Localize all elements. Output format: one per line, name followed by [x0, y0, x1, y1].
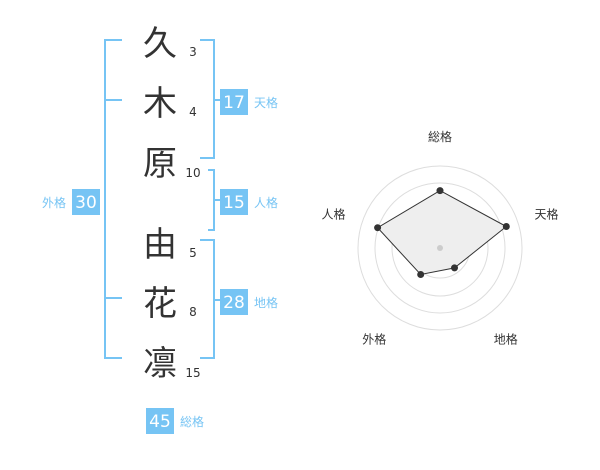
chikaku-value: 28 — [223, 293, 245, 313]
soukaku-value: 45 — [149, 412, 171, 432]
radar-points — [374, 187, 510, 278]
tenkaku-label: 天格 — [254, 95, 278, 110]
radar-rings — [357, 165, 523, 331]
strokes-6: 15 — [185, 366, 200, 380]
radar-area — [376, 190, 508, 276]
radar-point-5 — [374, 224, 382, 232]
char-5: 花 — [143, 284, 177, 324]
jinkaku-label: 人格 — [254, 195, 278, 210]
tenkaku-badge: 17 天格 — [220, 89, 278, 115]
jinkaku-badge: 15 人格 — [220, 189, 278, 215]
gaikaku-value: 30 — [75, 193, 97, 213]
strokes-4: 5 — [189, 246, 197, 260]
chikaku-bracket — [200, 239, 220, 359]
soukaku-badge: 45 総格 — [146, 408, 204, 434]
radar-center-dot — [437, 245, 443, 251]
tenkaku-bracket — [200, 39, 220, 159]
strokes-1: 3 — [189, 45, 197, 59]
radar-ring-3 — [374, 182, 506, 314]
chikaku-label: 地格 — [254, 295, 278, 310]
soukaku-label: 総格 — [180, 414, 204, 429]
stroke-counts: 3 4 10 5 8 15 — [185, 45, 200, 380]
gaikaku-badge-box — [72, 189, 100, 215]
gaikaku-badge: 外格 30 — [42, 189, 100, 215]
char-3: 原 — [143, 144, 177, 184]
radar-ring-4 — [357, 165, 523, 331]
soukaku-badge-box — [146, 408, 174, 434]
char-6: 凛 — [143, 344, 177, 384]
tenkaku-value: 17 — [223, 93, 245, 113]
radar-axis-label-1: 総格 — [428, 129, 452, 144]
radar-point-2 — [502, 223, 510, 230]
tenkaku-badge-box — [220, 89, 248, 115]
radar-axis-label-3: 地格 — [494, 332, 518, 347]
radar-axis-label-2: 天格 — [534, 206, 558, 221]
radar-point-4 — [417, 271, 425, 278]
chikaku-badge-box — [220, 289, 248, 315]
char-1: 久 — [143, 24, 177, 64]
gaikaku-label: 外格 — [42, 195, 66, 210]
chikaku-badge: 28 地格 — [220, 289, 278, 315]
radar-axis-label-4: 外格 — [362, 332, 386, 347]
jinkaku-bracket — [208, 169, 220, 231]
jinkaku-value: 15 — [223, 193, 245, 213]
name-characters: 久 木 原 由 花 凛 — [143, 24, 177, 384]
radar-point-1 — [436, 187, 444, 195]
jinkaku-badge-box — [220, 189, 248, 215]
radar-point-3 — [451, 264, 458, 272]
gaikaku-bracket — [104, 39, 122, 359]
strokes-5: 8 — [189, 305, 197, 319]
strokes-3: 10 — [185, 166, 200, 180]
radar-axis-label-5: 人格 — [321, 206, 345, 221]
char-2: 木 — [143, 84, 177, 124]
char-4: 由 — [143, 225, 177, 265]
strokes-2: 4 — [189, 105, 197, 119]
